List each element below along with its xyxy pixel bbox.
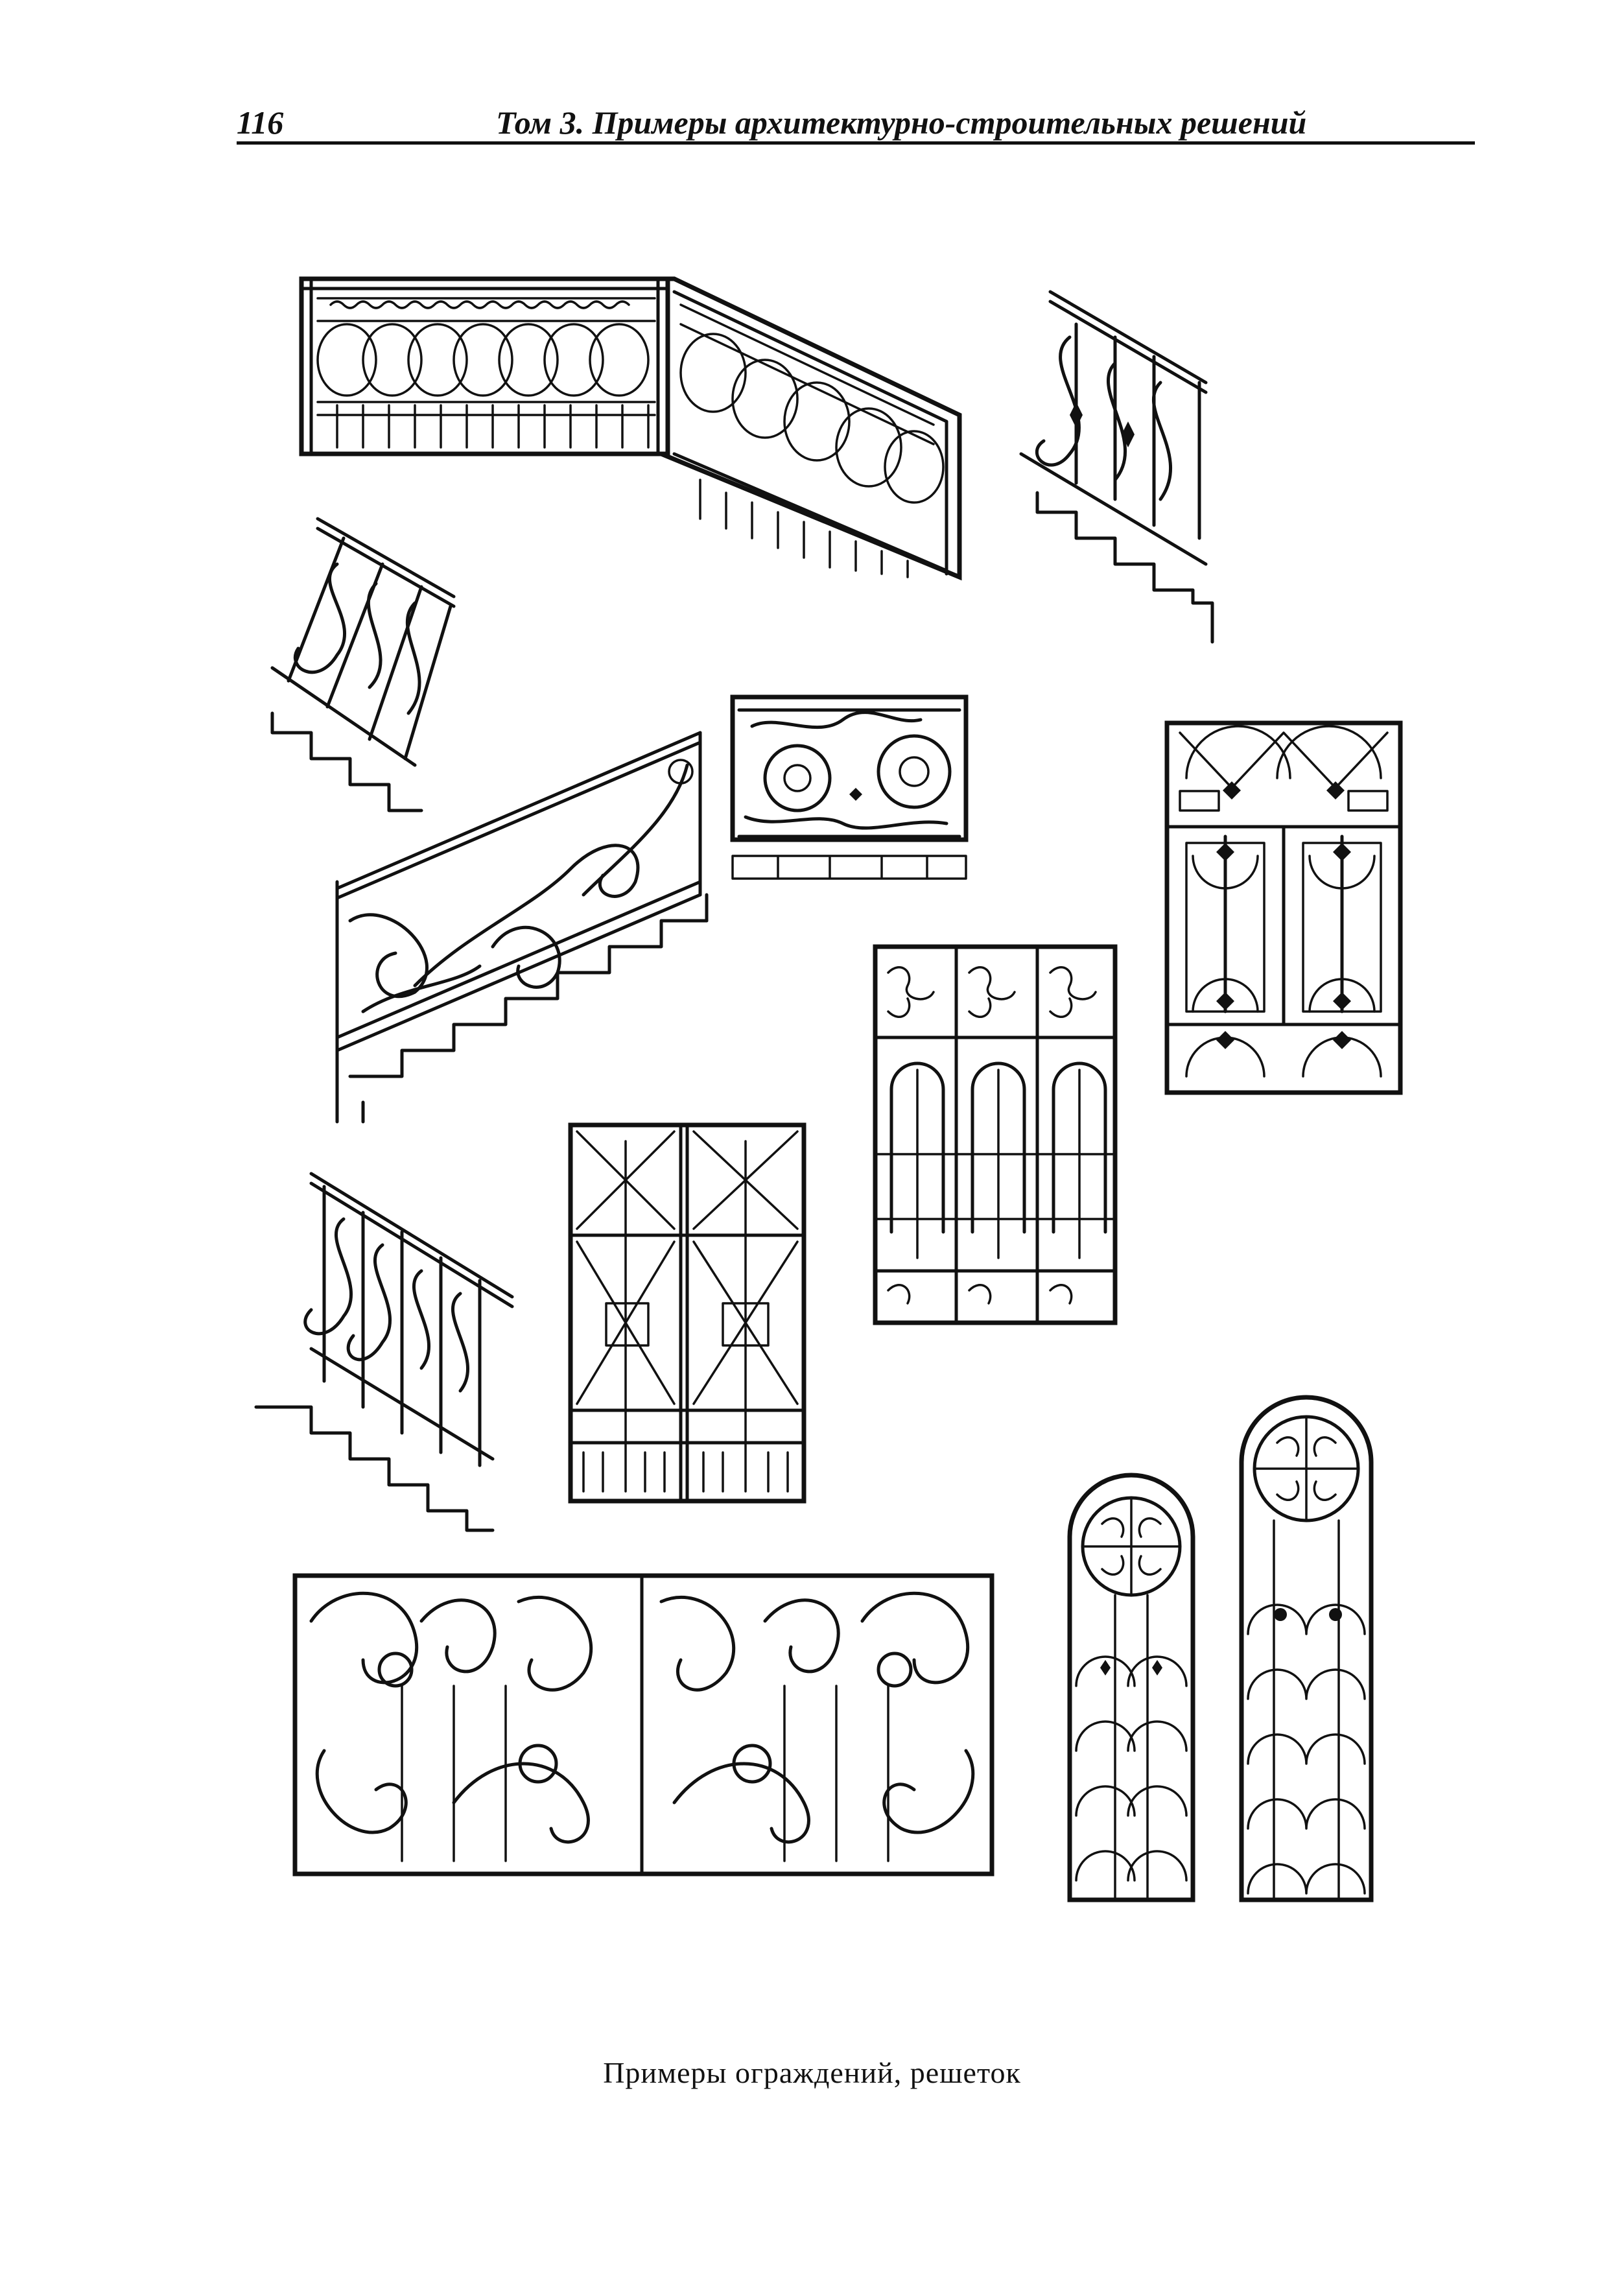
stair-railing-scroll-large	[335, 731, 709, 1124]
stair-railing-left	[270, 517, 456, 812]
running-title: Том 3. Примеры архитектурно-строительных…	[496, 104, 1307, 141]
stair-railing-lower-left	[254, 1172, 514, 1532]
page-number: 116	[237, 104, 284, 141]
arched-grille-tall	[1239, 1395, 1374, 1902]
stair-railing-top-right	[1019, 290, 1214, 644]
page-header: 116 Том 3. Примеры архитектурно-строител…	[237, 104, 1472, 143]
railing-balustrade-top	[299, 276, 962, 581]
balcony-railing-scroll-middle	[730, 694, 969, 880]
arched-grille-small	[1067, 1473, 1195, 1902]
window-grille-diamond	[1164, 720, 1403, 1095]
header-rule	[237, 141, 1475, 145]
balcony-grille-wide	[292, 1573, 994, 1877]
figure-caption: Примеры ограждений, решеток	[603, 2056, 1021, 2089]
door-grille-double	[568, 1122, 806, 1504]
window-grille-arched-bars	[873, 944, 1118, 1325]
